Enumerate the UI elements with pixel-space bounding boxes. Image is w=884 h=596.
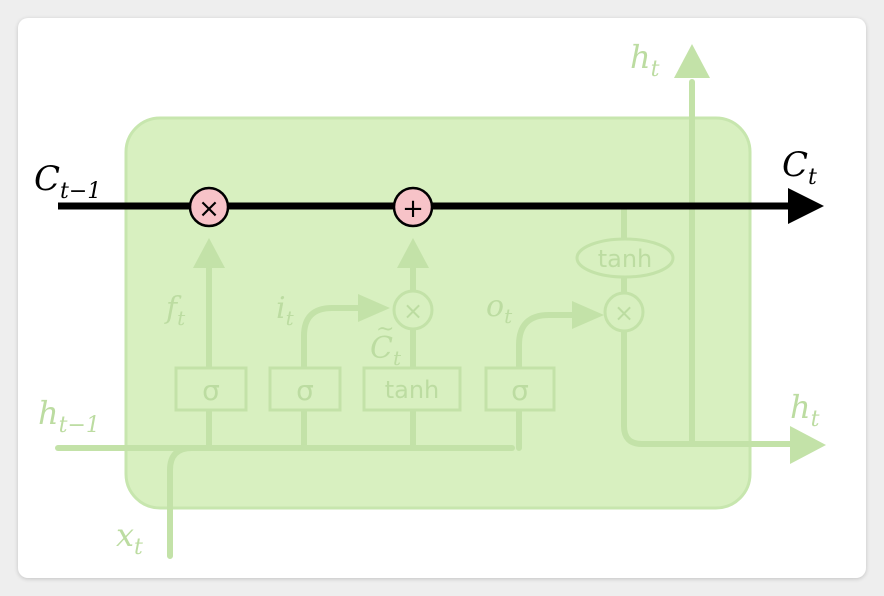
c-tilde-accent: ~: [376, 317, 394, 342]
faded-math-labels: ht ht ht−1 xt ft it ~ Ct ot: [38, 38, 820, 560]
h-right-label: ht: [790, 388, 820, 432]
input-multiply-op: [392, 289, 434, 331]
output-gate-line: [516, 312, 585, 451]
output-multiply-op: [603, 291, 645, 333]
o-t-label: ot: [486, 289, 513, 328]
forget-gate-label: σ: [202, 374, 220, 407]
active-op-labels: × +: [198, 194, 424, 224]
h-right-arrowhead: [790, 426, 826, 464]
output-multiply-label: ×: [614, 299, 634, 327]
output-gate-label: σ: [511, 374, 529, 407]
input-gate-label: σ: [296, 374, 314, 407]
gate-labels: σ σ tanh σ tanh: [202, 245, 652, 407]
input-mul-arrowhead: [358, 294, 390, 322]
input-multiply-label: ×: [403, 297, 423, 325]
faded-wiring: [55, 79, 798, 559]
faded-op-labels: × ×: [403, 297, 634, 327]
candidate-gate-box: [362, 366, 462, 412]
c-tilde-label: Ct: [370, 331, 402, 370]
forget-multiply-label: ×: [198, 194, 220, 224]
gate-boxes: [174, 237, 675, 412]
faded-ops: [392, 289, 645, 333]
h-up-arrowhead: [674, 44, 710, 78]
output-tanh-box: [575, 237, 675, 279]
h-top-label: ht: [630, 38, 660, 82]
c-t-label: Ct: [782, 145, 817, 190]
h-prev-label: ht−1: [38, 394, 100, 438]
input-gate-line: [301, 305, 375, 451]
output-h-line: [621, 329, 798, 447]
cell-state-arrowhead: [788, 188, 824, 224]
forget-gate-box: [174, 366, 248, 412]
add-label: +: [402, 194, 424, 224]
forget-arrowhead: [193, 238, 225, 268]
output-mul-arrowhead: [572, 301, 604, 329]
i-t-label: it: [276, 291, 295, 330]
c-prev-label: Ct−1: [34, 159, 101, 204]
forget-multiply-op: [188, 186, 230, 228]
active-ops: [188, 186, 434, 228]
cell-state-labels: Ct−1 Ct: [34, 145, 817, 204]
output-tanh-label: tanh: [598, 245, 653, 273]
faded-arrowheads: [193, 44, 826, 464]
add-arrowhead: [397, 238, 429, 268]
output-gate-box: [484, 366, 556, 412]
input-gate-box: [268, 366, 342, 412]
add-op: [392, 186, 434, 228]
candidate-gate-label: tanh: [385, 376, 440, 404]
x-input-line: [167, 445, 195, 559]
x-t-label: xt: [116, 516, 143, 560]
